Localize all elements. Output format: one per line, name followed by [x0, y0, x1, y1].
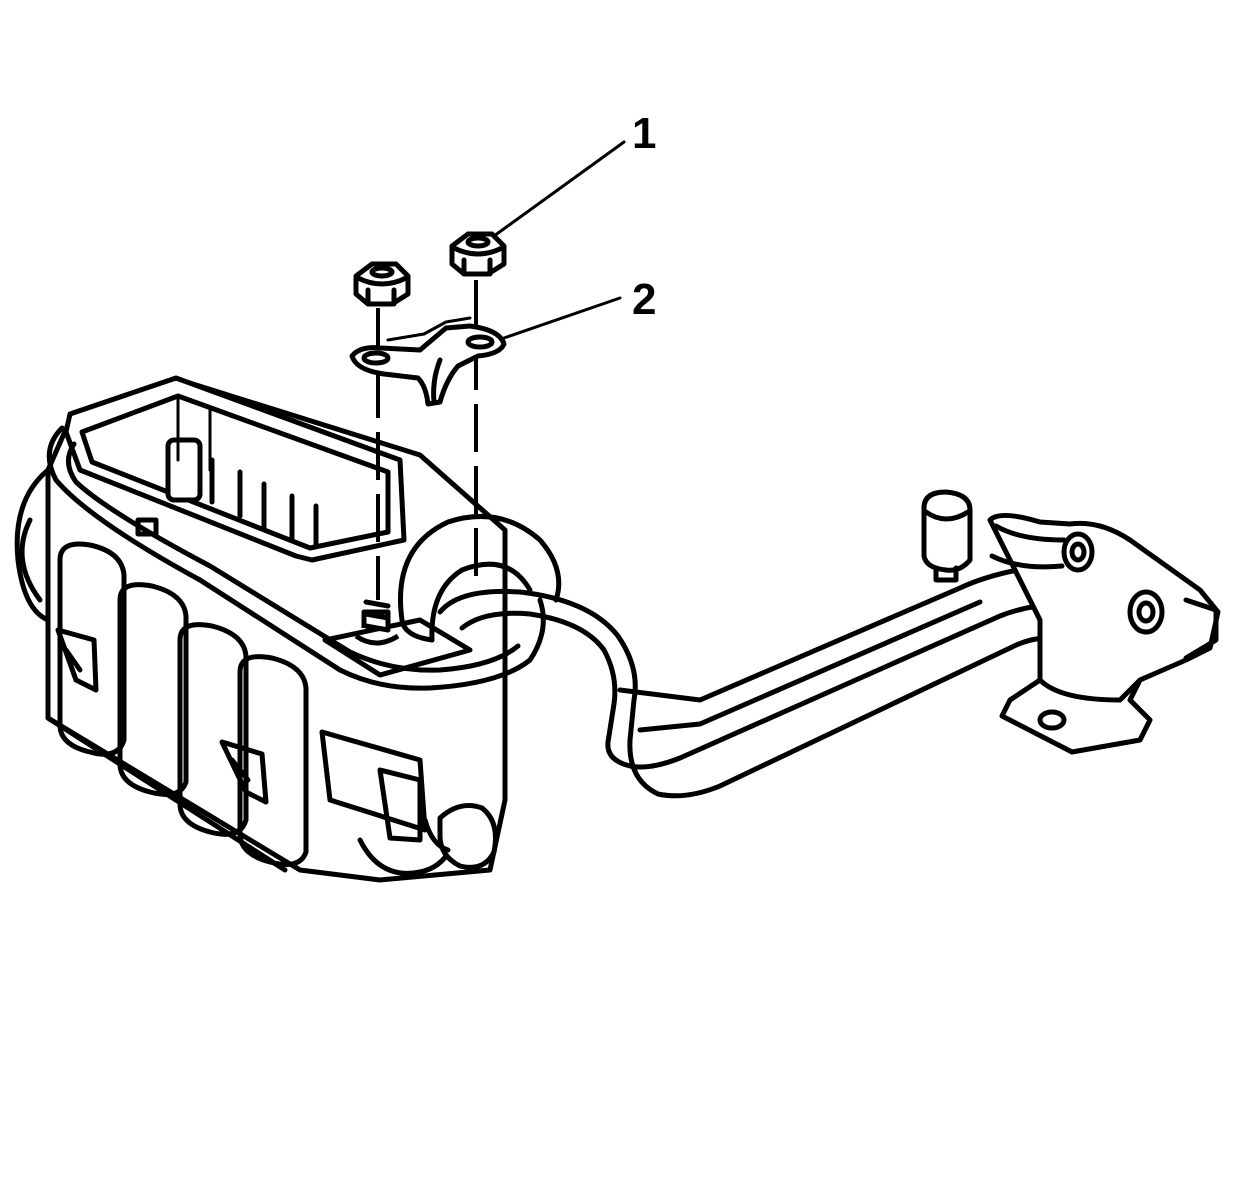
- nut-right: [449, 231, 507, 277]
- callout-1-label: 1: [632, 109, 656, 158]
- callout-2-label: 2: [632, 275, 656, 324]
- nut-left: [353, 261, 411, 307]
- mounting-stud-left: [354, 599, 400, 646]
- callout-2: 2: [502, 275, 656, 340]
- ground-strap: [349, 316, 507, 407]
- electrical-connector: [63, 375, 407, 563]
- callout-1: 1: [492, 109, 656, 238]
- wire-harness: [46, 425, 1149, 799]
- mounting-bracket: [987, 513, 1221, 755]
